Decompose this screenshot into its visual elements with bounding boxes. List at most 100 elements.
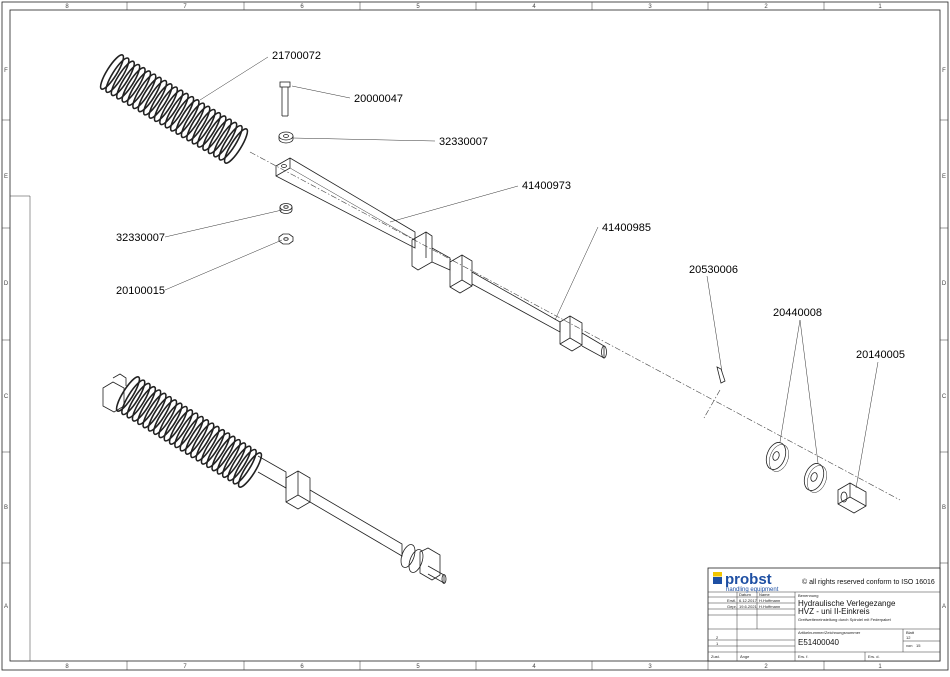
grid-col-label: 4 — [532, 664, 536, 670]
spring-coil — [110, 60, 136, 97]
col-header-name: Name — [759, 592, 770, 597]
spring-coil — [207, 118, 233, 155]
cap-nut-part — [837, 482, 867, 514]
bolt-part — [279, 81, 291, 117]
spring-coil — [216, 438, 242, 475]
spring-coil — [168, 409, 194, 445]
logo-mark-yellow — [713, 572, 722, 577]
grid-row-label: C — [942, 394, 947, 400]
footer-status: Zust. — [711, 654, 720, 659]
spring-coil — [221, 442, 247, 479]
grid-col-label: 8 — [65, 4, 69, 10]
spring-coil — [184, 419, 210, 455]
spring-coil — [153, 86, 179, 123]
spring-coil — [115, 63, 141, 100]
title-line-3: Greifweiteneinstellung durch Spindel mit… — [798, 617, 892, 622]
grid-row-label: A — [942, 604, 946, 610]
row-labels-left: F E D C B A — [4, 68, 9, 610]
spring-coil — [202, 115, 227, 152]
grid-row-label: E — [4, 174, 8, 180]
grid-col-label: 2 — [764, 664, 768, 670]
title-block: probst handling equipment © all rights r… — [707, 567, 941, 662]
spring-coil — [105, 57, 130, 94]
nut-part — [278, 233, 294, 245]
part-label: 32330007 — [116, 232, 165, 244]
part-label: 20140005 — [856, 349, 905, 361]
column-labels-top: 8 7 6 5 4 3 2 1 — [65, 4, 882, 10]
spring-coil — [190, 422, 215, 459]
spring-coil — [196, 111, 222, 148]
logo-mark-blue — [713, 577, 722, 584]
spring-coil — [142, 392, 167, 429]
part-label: 20440008 — [773, 307, 822, 319]
footer-change: Änge — [740, 654, 750, 659]
label-description: Benennung — [798, 593, 818, 598]
drawn-date: 6.12.2017 — [739, 598, 758, 603]
part-label: 21700072 — [272, 50, 321, 62]
spring-coil — [163, 405, 188, 442]
explosion-centerline — [249, 151, 901, 501]
pin-part — [716, 366, 726, 384]
inner-frame — [9, 9, 941, 662]
spring-coil — [142, 79, 168, 116]
grid-col-label: 4 — [532, 4, 536, 10]
spring-coil — [237, 452, 263, 488]
sheet-number: 12 — [906, 635, 911, 640]
revision-index: 1 — [716, 641, 719, 646]
part-label: 32330007 — [439, 136, 488, 148]
column-ticks — [126, 2, 825, 670]
spring-coil — [205, 432, 231, 469]
assembled-spring — [115, 376, 263, 488]
part-label: 20530006 — [689, 264, 738, 276]
leader-lines — [164, 56, 879, 489]
spring-coil — [179, 415, 204, 452]
grid-col-label: 5 — [416, 664, 420, 670]
pin-centerline — [703, 389, 721, 419]
grid-col-label: 1 — [878, 664, 882, 670]
spring-coil — [132, 73, 157, 110]
spring-coil — [232, 448, 257, 485]
grid-col-label: 6 — [300, 4, 304, 10]
grid-col-label: 7 — [183, 664, 187, 670]
copyright-notice: © all rights reserved conform to ISO 160… — [802, 578, 935, 586]
grid-row-label: B — [4, 505, 8, 511]
spring-coil — [131, 385, 157, 422]
spring-coil — [148, 83, 173, 119]
footer-replaces: Ers. f. — [798, 654, 808, 659]
spring-coil — [191, 108, 216, 145]
spring-coil — [218, 124, 243, 161]
spring-coil — [121, 66, 146, 103]
grid-row-label: F — [4, 68, 8, 74]
spring-coil — [227, 445, 252, 482]
grid-col-label: 8 — [65, 664, 69, 670]
part-label: 41400985 — [602, 222, 651, 234]
spring-coil — [195, 425, 220, 462]
row-label-checked: Gepr. — [727, 604, 737, 609]
spring-coil — [152, 399, 178, 436]
grid-col-label: 7 — [183, 4, 187, 10]
spring-coil — [212, 121, 238, 158]
row-labels-right: F E D C B A — [942, 68, 947, 610]
drawn-name: H.Hoffmann — [759, 598, 780, 603]
row-label-drawn: Erstl. — [727, 598, 736, 603]
disc-spring-part — [803, 463, 827, 493]
spring-coil — [159, 89, 184, 126]
col-header-date: Datum — [739, 592, 751, 597]
spring-coil — [164, 92, 189, 129]
grid-col-label: 3 — [648, 4, 652, 10]
grid-col-label: 5 — [416, 4, 420, 10]
part-label: 20100015 — [116, 285, 165, 297]
sheet-of-label: von — [906, 643, 912, 648]
grid-row-label: E — [942, 174, 946, 180]
grid-col-label: 3 — [648, 664, 652, 670]
grid-row-label: B — [942, 505, 946, 511]
company-tagline: handling equipment — [726, 587, 779, 593]
part-label: 41400973 — [522, 180, 571, 192]
label-sheet: Blatt — [906, 630, 915, 635]
spring-coil — [137, 76, 162, 113]
disc-spring-part — [765, 442, 789, 472]
column-labels-bottom: 8 7 6 5 4 3 2 1 — [65, 664, 882, 670]
